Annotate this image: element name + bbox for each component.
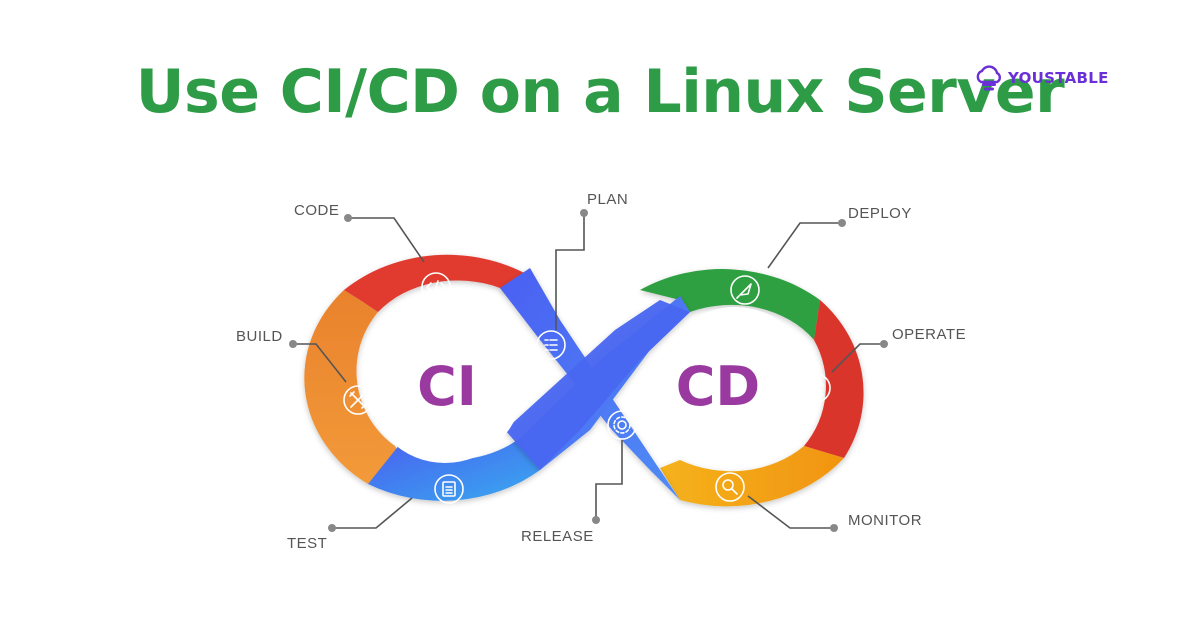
gear-icon <box>607 410 637 440</box>
cd-label: CD <box>676 355 760 418</box>
code-segment <box>344 254 530 312</box>
monitor-segment <box>660 446 844 507</box>
cloud-shield-icon <box>976 65 1001 91</box>
operate-segment <box>804 300 864 458</box>
leader-lines <box>289 209 888 532</box>
test-label: TEST <box>287 535 327 552</box>
page-title: Use CI/CD on a Linux Server <box>135 57 1065 127</box>
deploy-label: DEPLOY <box>848 205 912 222</box>
magnifier-chart-icon <box>715 472 745 502</box>
monitor-label: MONITOR <box>848 512 922 529</box>
wrench-tools-icon <box>343 385 373 415</box>
operate-label: OPERATE <box>892 326 966 343</box>
deploy-segment <box>640 269 820 340</box>
cd-loop <box>640 269 864 507</box>
clipboard-checklist-icon <box>434 474 464 504</box>
robot-arm-icon <box>801 373 831 403</box>
build-label: BUILD <box>236 328 283 345</box>
ci-hole <box>367 307 523 463</box>
center-crossing <box>500 268 690 500</box>
brand-logo: YOUSTABLE <box>974 64 1109 92</box>
rocket-icon <box>730 275 760 305</box>
release-label: RELEASE <box>521 528 594 545</box>
cd-hole <box>657 307 813 463</box>
code-label: CODE <box>294 202 339 219</box>
brand-name: YOUSTABLE <box>1008 69 1109 87</box>
checklist-icon <box>536 330 566 360</box>
plan-label: PLAN <box>587 191 628 208</box>
code-brackets-icon <box>421 272 451 302</box>
ci-label: CI <box>417 355 477 418</box>
